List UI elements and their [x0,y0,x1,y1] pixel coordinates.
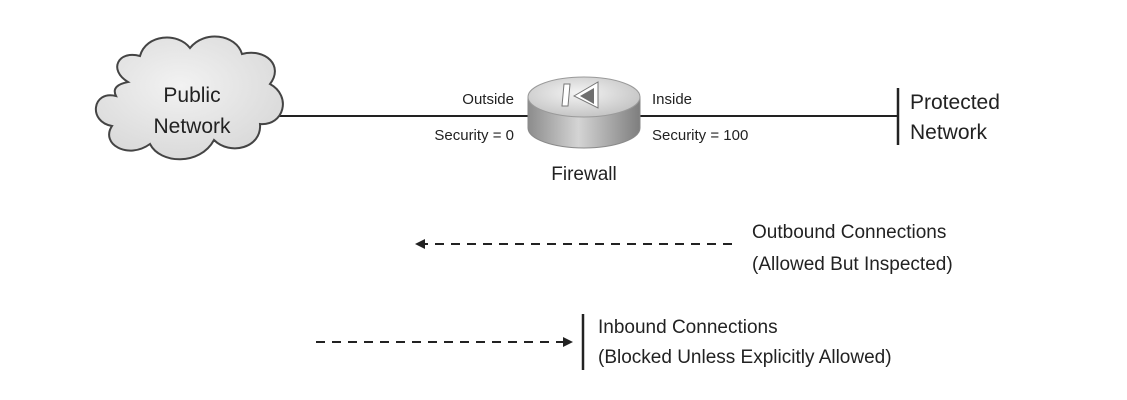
public-network-label-line2: Network [153,115,231,138]
cloud-icon [95,35,284,161]
outbound-label-line1: Outbound Connections [752,222,946,243]
inbound-flow: Inbound Connections (Blocked Unless Expl… [316,314,892,370]
protected-network-label-line1: Protected [910,91,1000,114]
outside-interface-label: Outside [462,91,514,108]
outbound-flow: Outbound Connections (Allowed But Inspec… [415,222,953,275]
public-network-label-line1: Public [163,84,220,107]
protected-network-node: Protected Network [910,91,1000,144]
firewall-node: Firewall [527,76,641,185]
inside-security-level: Security = 100 [652,127,748,144]
outbound-label-line2: (Allowed But Inspected) [752,254,953,275]
inside-interface-label: Inside [652,91,692,108]
firewall-icon [527,76,641,149]
firewall-label: Firewall [551,164,616,185]
inbound-label-line1: Inbound Connections [598,317,778,338]
outside-security-level: Security = 0 [434,127,514,144]
protected-network-label-line2: Network [910,121,988,144]
public-network-cloud: Public Network [95,35,284,161]
inbound-label-line2: (Blocked Unless Explicitly Allowed) [598,347,892,368]
